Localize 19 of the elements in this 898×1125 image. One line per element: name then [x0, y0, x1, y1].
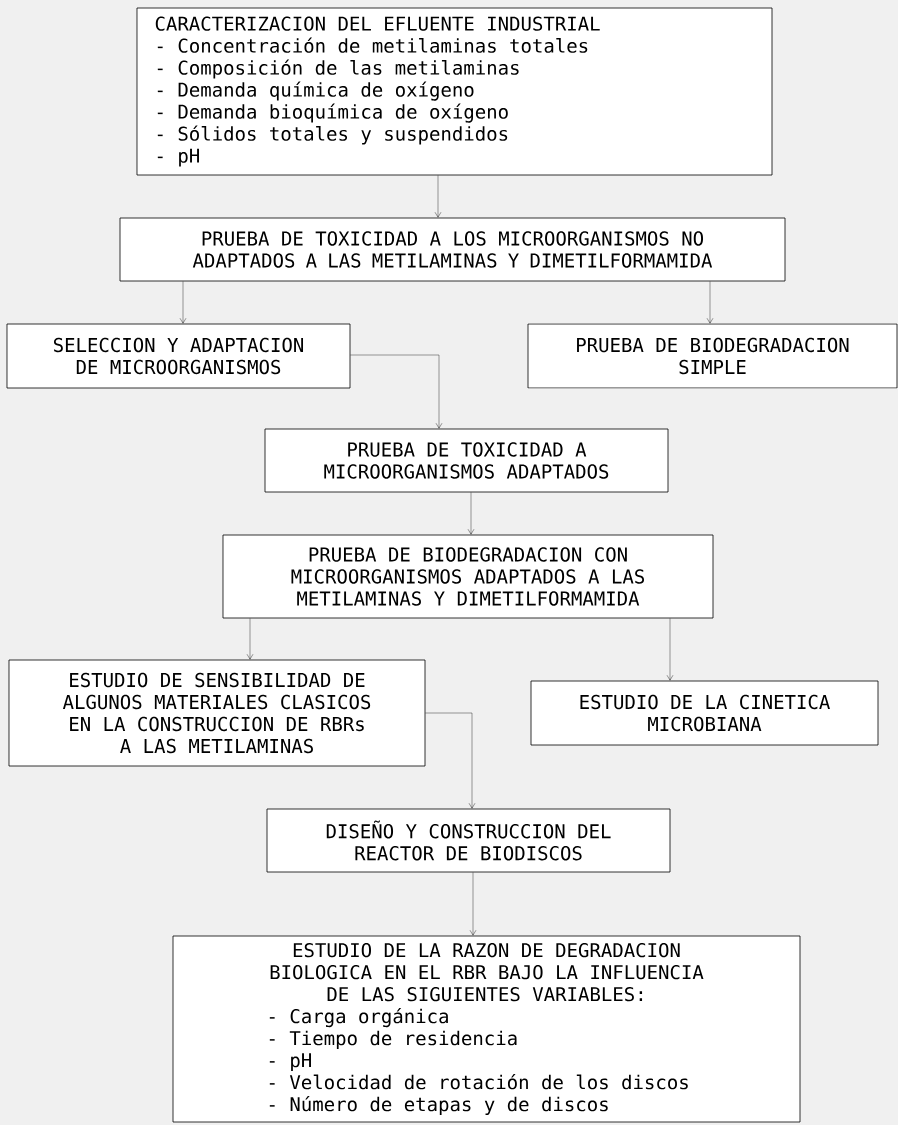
process-box: ESTUDIO DE SENSIBILIDAD DE ALGUNOS MATERIALES CLASICOS EN LA CONSTRUCCION DE RBRs A LAS METILAMINAS	[8, 659, 426, 767]
arrow	[246, 618, 254, 660]
process-box: PRUEBA DE BIODEGRADACION SIMPLE	[527, 323, 898, 389]
arrow	[467, 492, 475, 535]
process-box: SELECCION Y ADAPTACION DE MICROORGANISMOS	[6, 323, 351, 389]
arrow	[350, 354, 443, 429]
process-box: ESTUDIO DE LA RAZON DE DEGRADACION BIOLOGICA EN EL RBR BAJO LA INFLUENCIA DE LAS SIGUIENTES VARIABLES: - Carga orgánica - Tiempo de residencia - pH - Velocidad de rotación de los discos - Número de etapas y de discos	[172, 935, 801, 1123]
arrow	[179, 281, 187, 324]
process-box: DISEÑO Y CONSTRUCCION DEL REACTOR DE BIODISCOS	[266, 808, 671, 873]
process-box: PRUEBA DE BIODEGRADACION CON MICROORGANISMOS ADAPTADOS A LAS METILAMINAS Y DIMETILFORMAMIDA	[222, 534, 714, 619]
process-box: CARACTERIZACION DEL EFLUENTE INDUSTRIAL - Concentración de metilaminas totales - Composición de las metilaminas - Demanda química de oxígeno - Demanda bioquímica de oxígeno - Sólidos totales y suspendidos - pH	[136, 7, 773, 176]
process-box: PRUEBA DE TOXICIDAD A MICROORGANISMOS ADAPTADOS	[264, 428, 669, 493]
arrow	[434, 175, 442, 218]
process-box: ESTUDIO DE LA CINETICA MICROBIANA	[530, 680, 879, 746]
arrow	[425, 712, 476, 809]
arrow	[666, 618, 674, 681]
arrow	[706, 281, 714, 324]
arrow	[469, 872, 477, 936]
process-box: PRUEBA DE TOXICIDAD A LOS MICROORGANISMOS NO ADAPTADOS A LAS METILAMINAS Y DIMETILFORMAMIDA	[119, 217, 786, 282]
